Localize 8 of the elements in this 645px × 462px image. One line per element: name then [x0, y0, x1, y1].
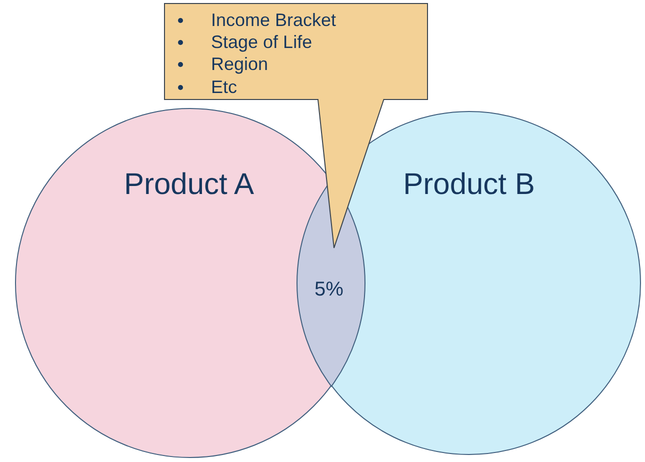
list-item: Region [211, 54, 268, 76]
list-item: Etc [211, 76, 238, 98]
callout-pointer [317, 98, 385, 248]
list-item: Stage of Life [211, 32, 312, 53]
venn-label: Product B [403, 168, 535, 202]
venn-label: 5% [314, 278, 344, 302]
list-item: Income Bracket [211, 10, 336, 30]
venn-label: Product A [124, 168, 254, 202]
